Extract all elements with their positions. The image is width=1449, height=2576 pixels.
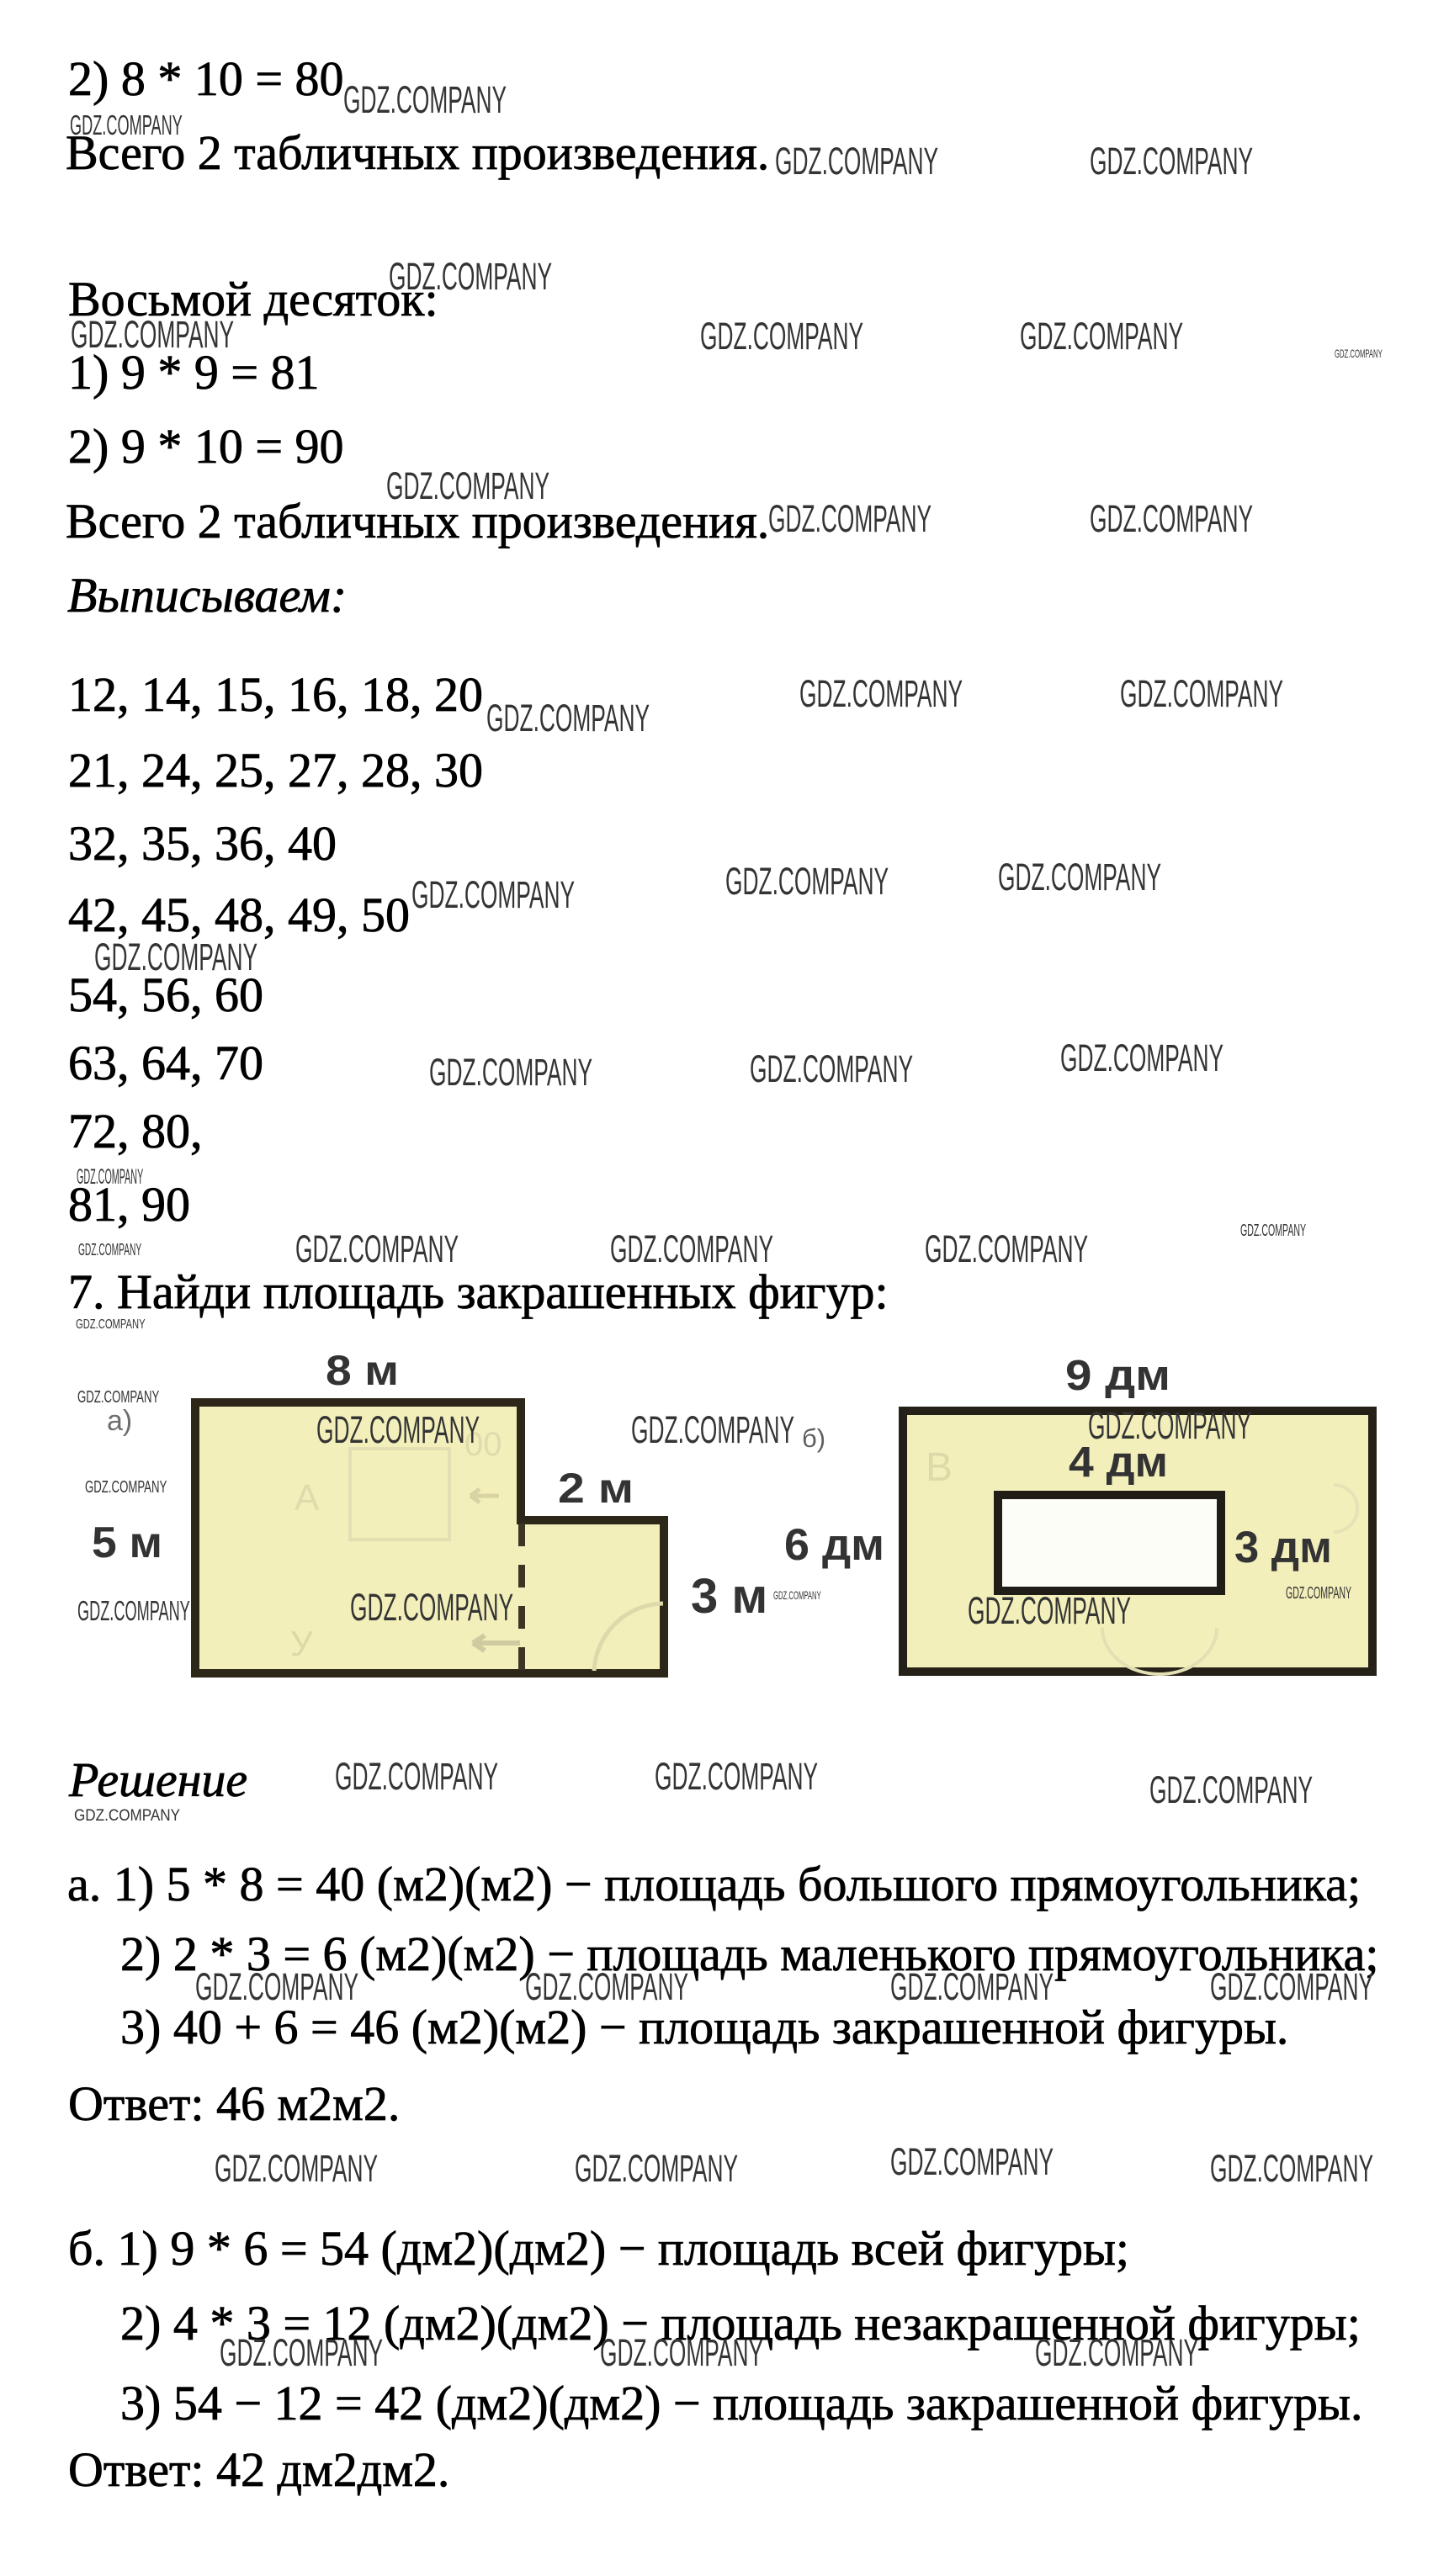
svg-text:00: 00 bbox=[464, 1426, 502, 1463]
svg-text:У: У bbox=[290, 1624, 313, 1663]
svg-text:А: А bbox=[295, 1477, 320, 1519]
svg-text:В: В bbox=[926, 1445, 953, 1490]
